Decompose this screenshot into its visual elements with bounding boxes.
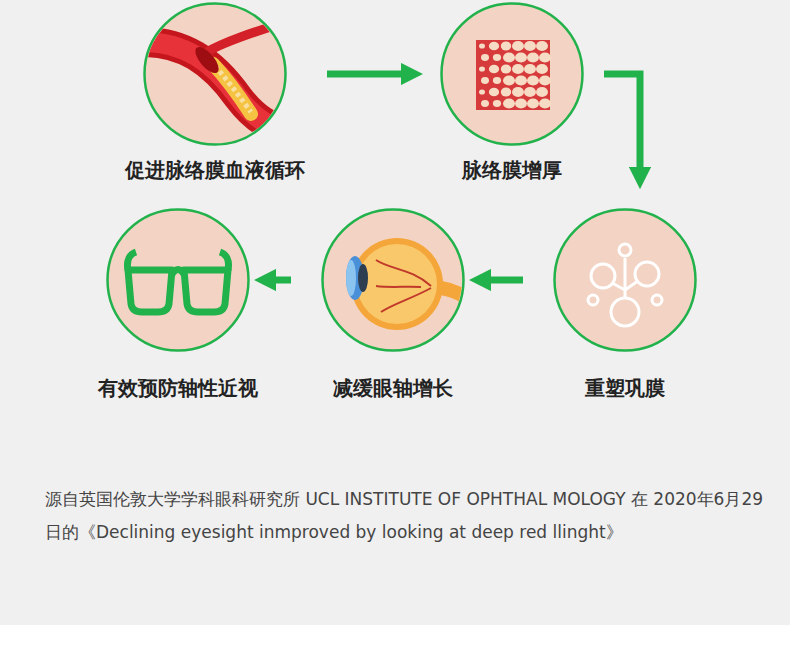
step-illustration xyxy=(127,252,228,312)
flow-arrow xyxy=(604,74,640,178)
step-illustration xyxy=(346,238,465,330)
step-illustration xyxy=(588,244,662,326)
flow-step: 重塑巩膜 xyxy=(495,208,755,400)
step-circle xyxy=(143,2,287,146)
step-illustration xyxy=(476,40,551,110)
flow-step: 促进脉络膜血液循环 xyxy=(85,2,345,182)
step-label: 重塑巩膜 xyxy=(495,376,755,400)
step-label: 有效预防轴性近视 xyxy=(48,376,308,400)
flow-step: 脉络膜增厚 xyxy=(382,2,642,182)
step-label: 促进脉络膜血液循环 xyxy=(85,158,345,182)
bottom-band xyxy=(0,625,790,652)
source-caption: 源自英国伦敦大学学科眼科研究所 UCL INSTITUTE OF OPHTHAL… xyxy=(45,483,765,549)
flow-arrow xyxy=(265,277,291,284)
flow-step: 有效预防轴性近视 xyxy=(48,208,308,400)
flow-arrow xyxy=(327,71,412,78)
step-circle xyxy=(553,208,697,352)
step-circle xyxy=(440,2,584,146)
step-illustration xyxy=(143,20,287,130)
step-label: 脉络膜增厚 xyxy=(382,158,642,182)
step-circle xyxy=(106,208,250,352)
step-circle xyxy=(321,208,465,352)
flow-arrow xyxy=(480,277,523,284)
step-label: 减缓眼轴增长 xyxy=(263,376,523,400)
flow-step: 减缓眼轴增长 xyxy=(263,208,523,400)
